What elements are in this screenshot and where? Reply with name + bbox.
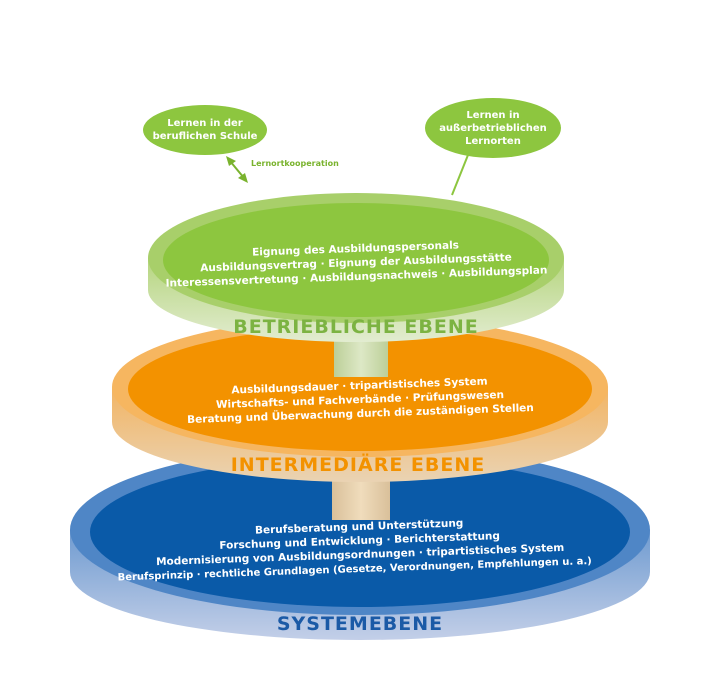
cooperation-label: Lernortkooperation: [251, 159, 339, 168]
cooperation-arrow: Lernortkooperation: [226, 156, 339, 183]
intermediate-level: [112, 317, 608, 482]
bubble-external-pointer: [451, 154, 469, 196]
arrowhead-up-icon: [226, 156, 236, 166]
betrieblich-level: [148, 193, 564, 342]
arrowhead-down-icon: [238, 173, 248, 183]
intermediate-disc-inner: [128, 327, 592, 451]
bubble-external-shape: [425, 98, 561, 158]
system-level: [70, 445, 650, 640]
system-title: SYSTEMEBENE: [277, 613, 443, 635]
intermediaer-title: INTERMEDIÄRE EBENE: [231, 452, 486, 476]
bubble-external-line1: Lernen in: [466, 110, 519, 121]
system-disc-inner: [90, 457, 630, 607]
bubble-school-line1: Lernen in der: [167, 118, 243, 129]
bubble-external-line3: Lernorten: [465, 136, 521, 147]
bubble-school-line2: beruflichen Schule: [153, 131, 258, 142]
bubble-external: Lernen in außerbetrieblichen Lernorten: [425, 98, 561, 196]
bubble-school: Lernen in der beruflichen Schule: [143, 105, 267, 155]
betrieblich-disc-inner: [163, 203, 549, 317]
bubble-school-shape: [143, 105, 267, 155]
double-arrow-icon: [229, 160, 245, 179]
betrieblich-title: BETRIEBLICHE EBENE: [233, 316, 479, 338]
stem-betrieblich-intermediate: [334, 335, 388, 377]
bubble-external-line2: außerbetrieblichen: [439, 123, 547, 134]
